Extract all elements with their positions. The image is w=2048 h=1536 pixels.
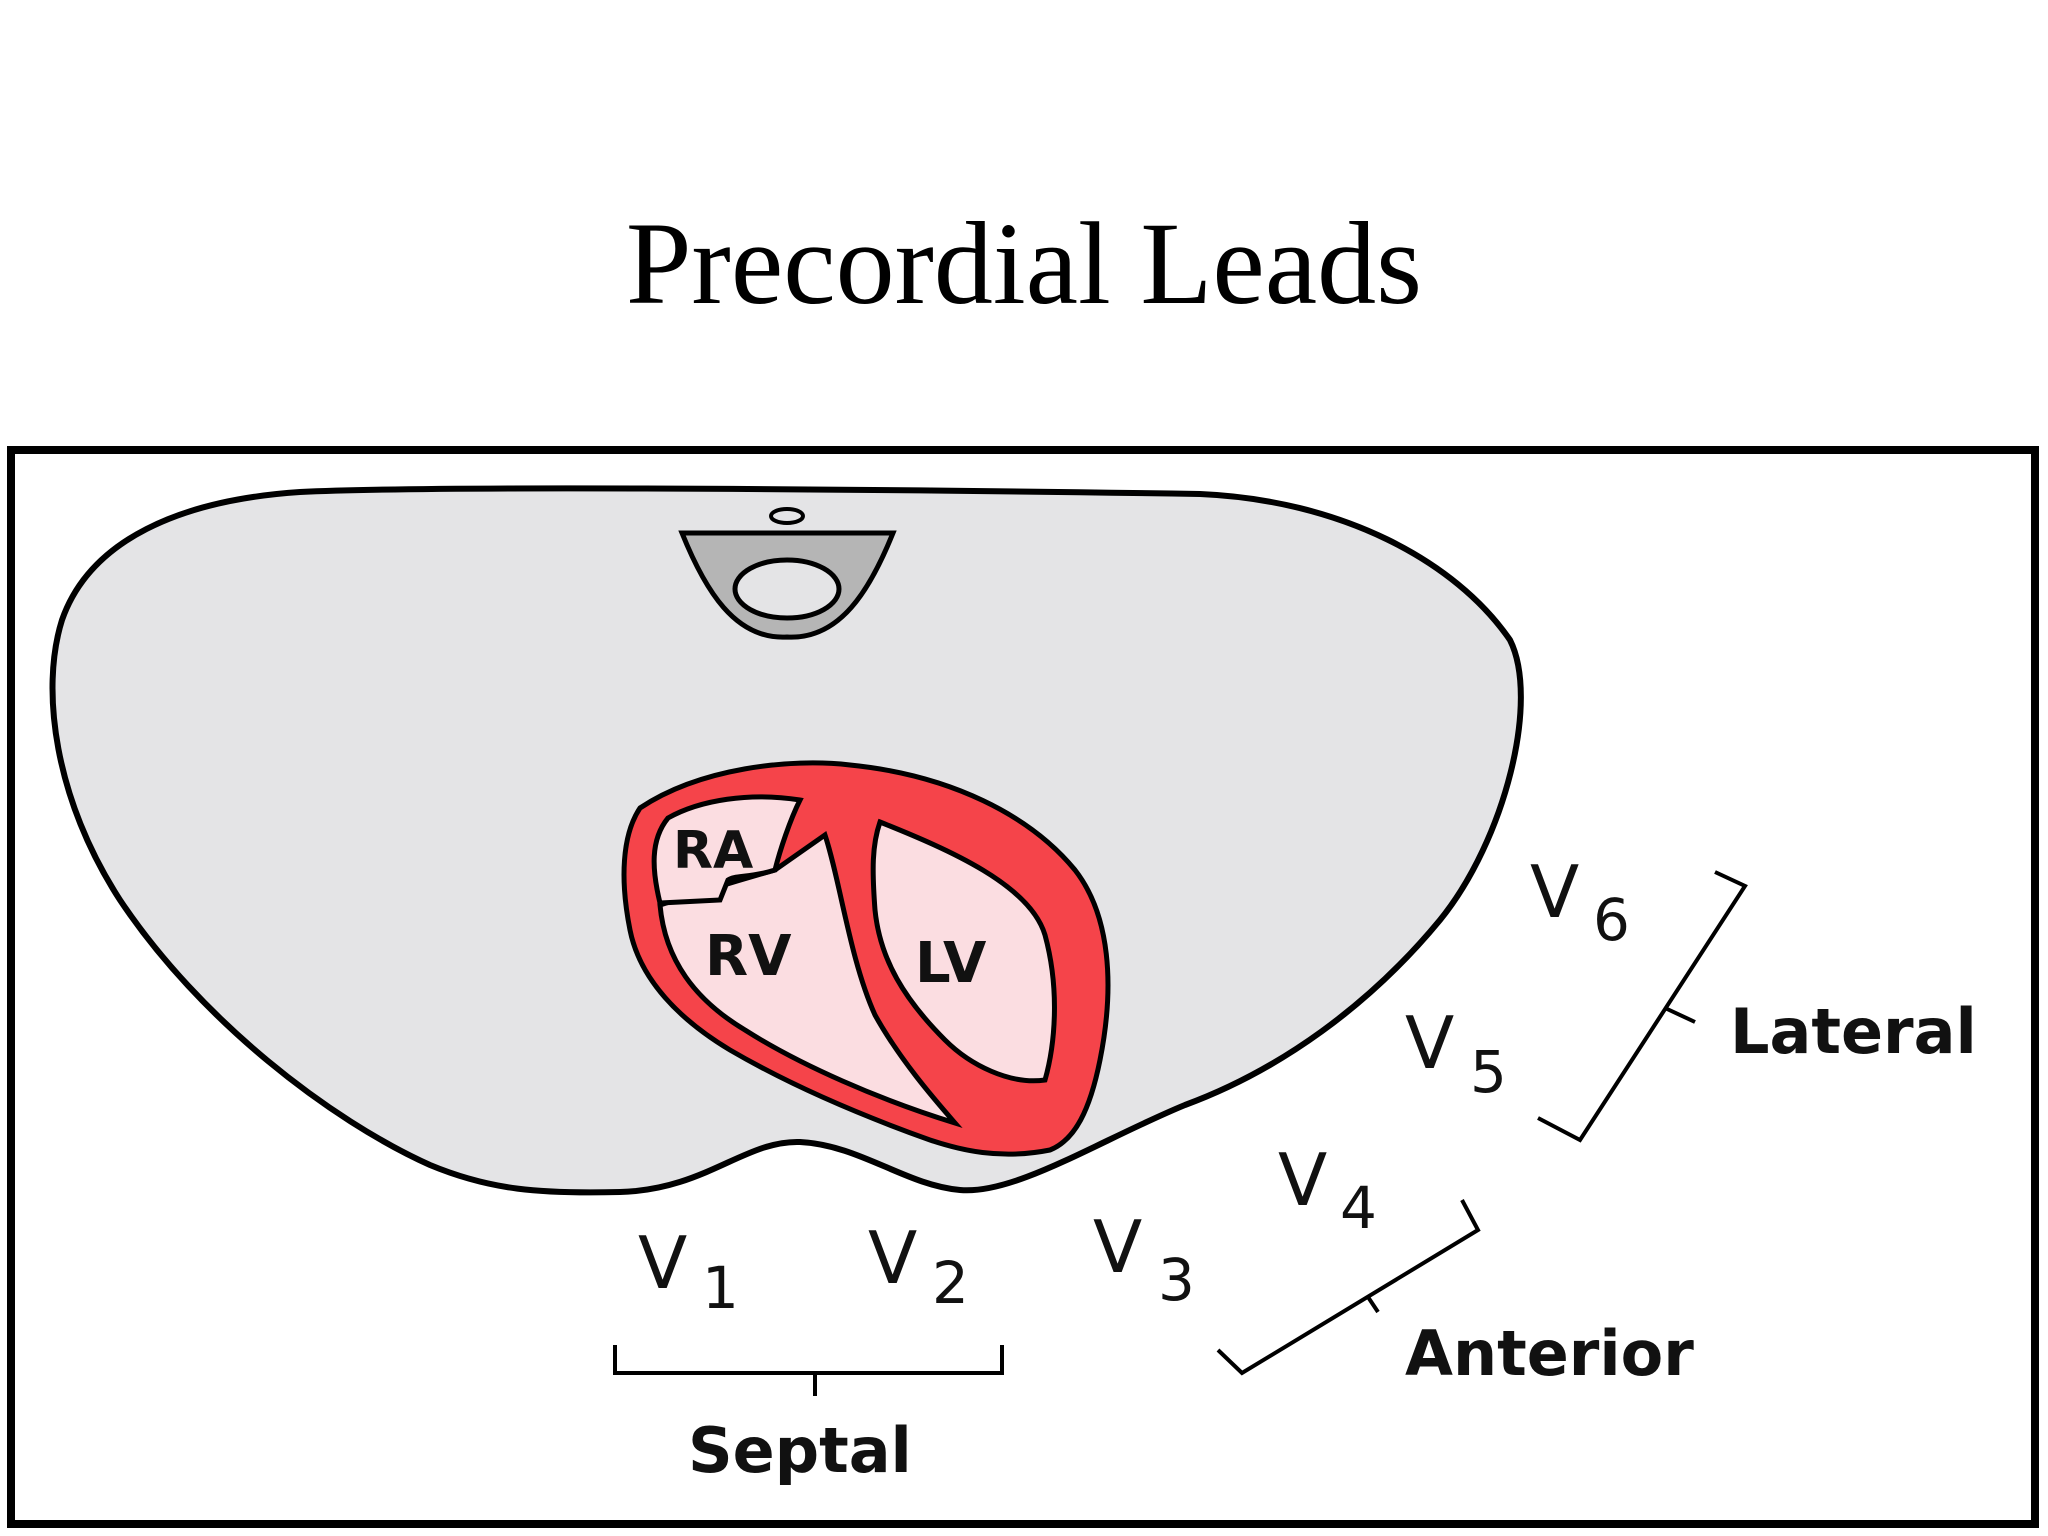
lead-v2-letter: V [868, 1216, 917, 1300]
lateral-label: Lateral [1730, 995, 1977, 1068]
anterior-bracket [1216, 1199, 1481, 1376]
diagram-frame [7, 446, 2039, 1528]
septal-bracket [613, 1345, 1004, 1396]
ra-label: RA [673, 821, 753, 881]
lead-v1-letter: V [638, 1221, 687, 1305]
lv-label: LV [915, 931, 987, 996]
heart: RA RV LV [621, 760, 1111, 1157]
lead-v1: V 1 [638, 1221, 739, 1322]
lead-v6: V 6 [1530, 850, 1630, 954]
lead-v1-number: 1 [702, 1254, 739, 1322]
left-ventricle-cavity [870, 818, 1057, 1084]
lead-v6-letter: V [1530, 850, 1579, 934]
lead-v6-number: 6 [1593, 886, 1630, 954]
lead-v5: V 5 [1405, 1001, 1507, 1106]
lead-v4-number: 4 [1340, 1174, 1377, 1242]
lead-v4-letter: V [1278, 1138, 1327, 1222]
lead-v4: V 4 [1278, 1138, 1377, 1242]
anterior-label: Anterior [1405, 1317, 1694, 1390]
septal-label: Septal [688, 1414, 912, 1487]
lead-v3-number: 3 [1158, 1246, 1195, 1314]
slide-title: Precordial Leads [625, 198, 1423, 329]
lead-v5-letter: V [1405, 1001, 1454, 1085]
lateral-bracket [1537, 870, 1748, 1143]
lead-v2-number: 2 [932, 1249, 969, 1317]
lead-v3: V 3 [1093, 1205, 1195, 1314]
lead-v3-letter: V [1093, 1205, 1142, 1289]
vertebra [678, 507, 897, 640]
lead-v5-number: 5 [1470, 1038, 1507, 1106]
rv-label: RV [705, 924, 792, 989]
lead-v2: V 2 [868, 1216, 969, 1317]
right-atrium-cavity [651, 794, 804, 906]
